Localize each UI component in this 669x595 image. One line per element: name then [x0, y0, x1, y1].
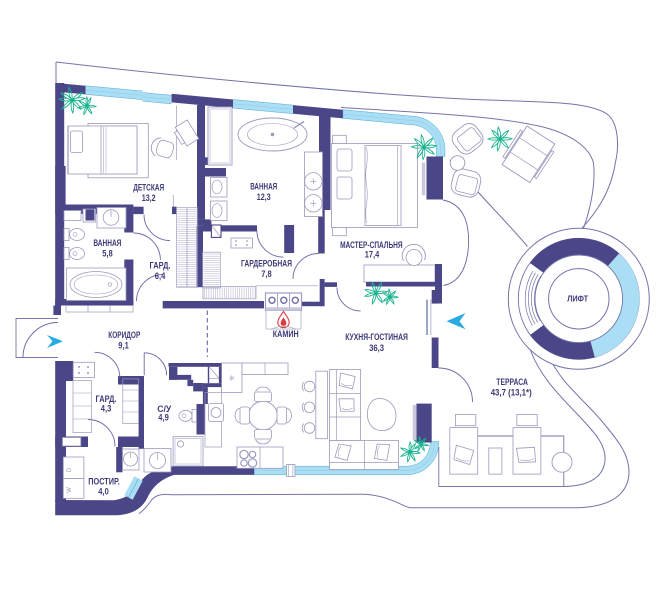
svg-text:17,4: 17,4	[365, 250, 380, 260]
svg-text:МАСТЕР-СПАЛЬНЯ: МАСТЕР-СПАЛЬНЯ	[340, 240, 403, 250]
svg-text:ВАННАЯ: ВАННАЯ	[250, 182, 277, 192]
svg-text:12,3: 12,3	[257, 192, 271, 202]
svg-text:✳: ✳	[228, 374, 235, 383]
svg-text:ГАРД.: ГАРД.	[150, 260, 171, 270]
svg-text:ВАННАЯ: ВАННАЯ	[93, 238, 121, 248]
svg-text:ГАРД.: ГАРД.	[96, 394, 117, 404]
svg-text:ТЕРРАСА: ТЕРРАСА	[496, 377, 528, 387]
svg-text:4,3: 4,3	[101, 404, 112, 414]
svg-text:6,4: 6,4	[155, 271, 166, 281]
svg-text:4,0: 4,0	[98, 487, 109, 497]
svg-text:КОРИДОР: КОРИДОР	[108, 330, 140, 340]
svg-text:9,1: 9,1	[118, 341, 129, 351]
svg-text:ПОСТИР.: ПОСТИР.	[88, 476, 120, 486]
svg-text:13,2: 13,2	[142, 193, 156, 203]
svg-text:36,3: 36,3	[369, 343, 384, 353]
svg-text:ЛИФТ: ЛИФТ	[567, 294, 588, 304]
svg-text:С/У: С/У	[157, 404, 171, 414]
svg-text:W: W	[67, 487, 73, 493]
svg-text:7,8: 7,8	[261, 269, 272, 279]
svg-text:ГАРДЕРОБНАЯ: ГАРДЕРОБНАЯ	[241, 259, 292, 269]
svg-text:5,8: 5,8	[102, 248, 113, 258]
svg-text:ДЕТСКАЯ: ДЕТСКАЯ	[133, 182, 164, 192]
svg-text:D: D	[67, 467, 73, 472]
svg-text:43,7 (13,1*): 43,7 (13,1*)	[491, 387, 532, 397]
svg-text:КАМИН: КАМИН	[273, 329, 299, 339]
svg-text:4,9: 4,9	[158, 412, 169, 422]
svg-text:КУХНЯ-ГОСТИНАЯ: КУХНЯ-ГОСТИНАЯ	[345, 332, 408, 342]
